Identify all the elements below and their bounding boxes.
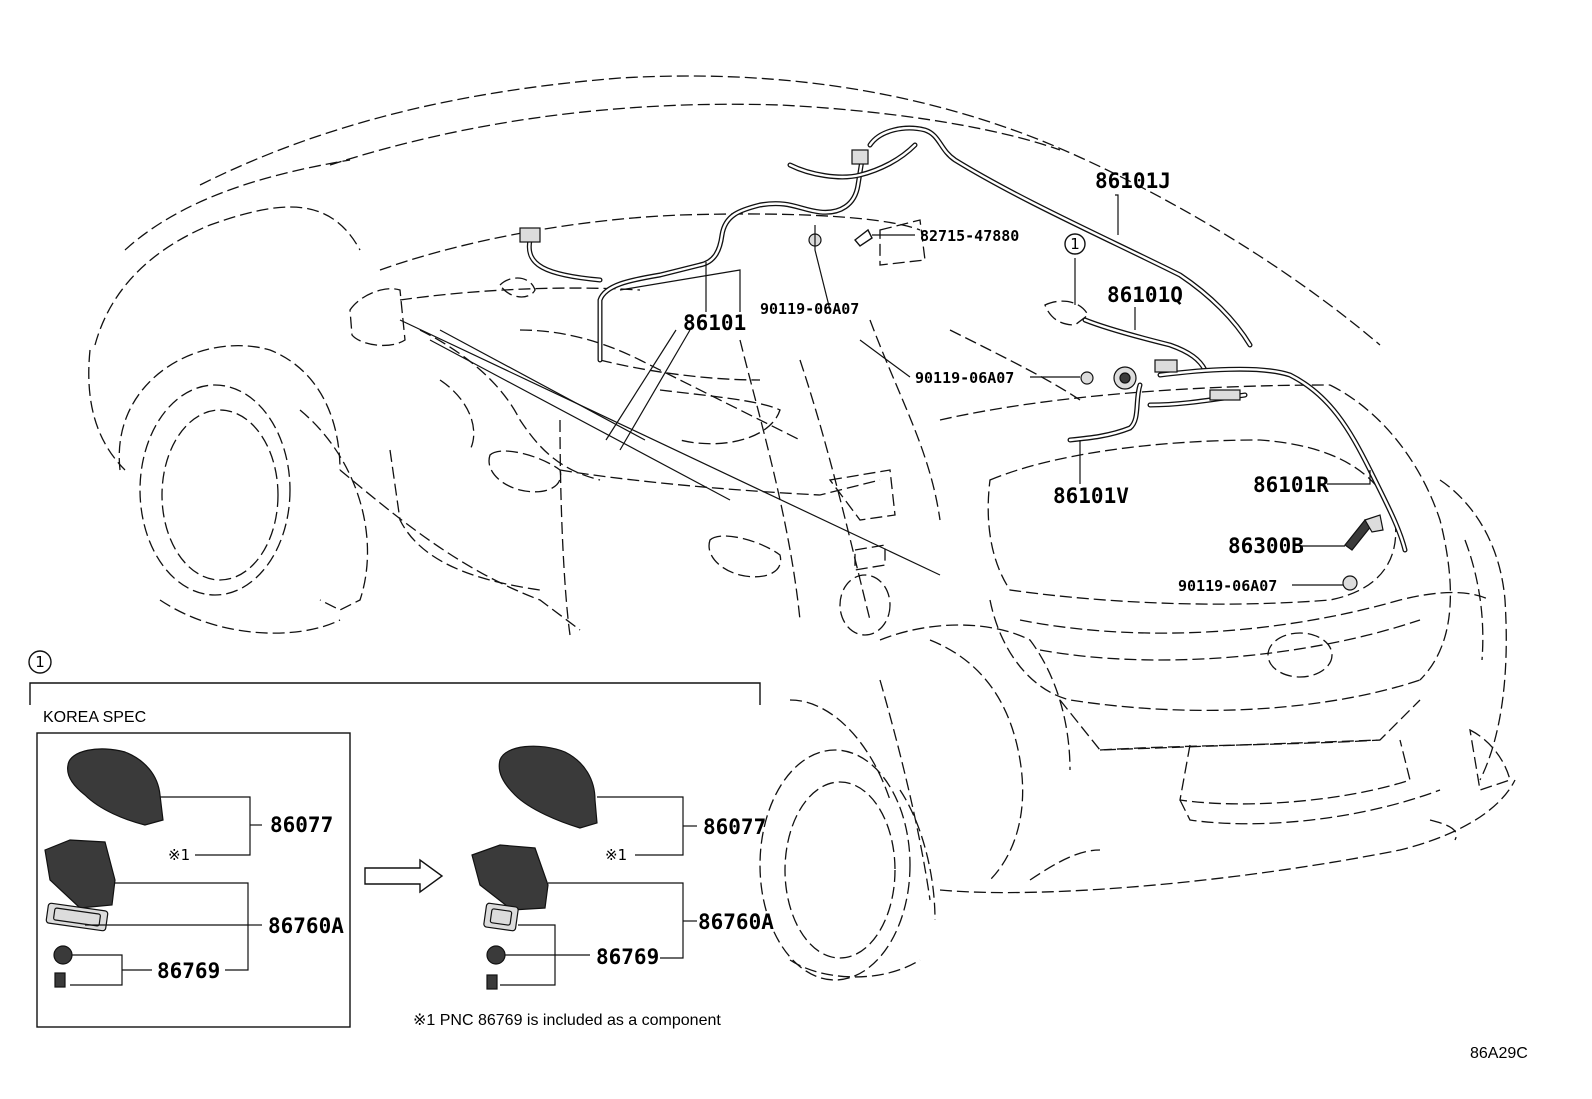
gasket-inner-icon (53, 907, 101, 927)
part-label-90119-06A07-front: 90119-06A07 (760, 300, 859, 318)
callout-1-marker: 1 (1064, 233, 1086, 255)
gasket-inner-icon-new (489, 908, 513, 926)
inset-bracket (29, 682, 761, 705)
part-label-86300B: 86300B (1228, 534, 1304, 558)
clamp-icon (853, 228, 873, 247)
right-note-mark: ※1 (605, 846, 627, 864)
inset-footnote: ※1 PNC 86769 is included as a component (413, 1012, 721, 1029)
antenna-assy-icon-new (471, 844, 549, 911)
connector-icon (1154, 359, 1178, 373)
left-note-mark: ※1 (168, 846, 190, 864)
nut-icon-new (486, 945, 506, 965)
connector-icon (519, 227, 541, 243)
inset-callout-text: 1 (35, 653, 45, 671)
leader-lines (399, 194, 1371, 586)
left-label-86077: 86077 (270, 813, 333, 837)
shark-fin-cover-icon (67, 748, 164, 826)
part-label-86101V: 86101V (1053, 484, 1129, 508)
antenna-cables (519, 125, 1408, 591)
diagram-code: 86A29C (1470, 1045, 1528, 1062)
bolt-icon (1080, 371, 1094, 385)
right-parts: ※1 86077 86760A 86769 (471, 745, 774, 990)
amplifier-core-icon (1119, 372, 1131, 384)
part-label-86101: 86101 (683, 311, 746, 335)
antenna-assy-icon (44, 839, 116, 909)
right-arrow-icon (364, 858, 444, 894)
part-label-82715-47880: 82715-47880 (920, 227, 1019, 245)
vehicle-outline (88, 75, 1516, 981)
clip-tip-icon (1364, 514, 1384, 533)
screw-icon (54, 972, 66, 988)
roof-antenna-location-icon (1044, 300, 1089, 326)
part-label-90119-06A07-rear: 90119-06A07 (1178, 577, 1277, 595)
callout-1-text: 1 (1070, 235, 1080, 253)
bolt-icon (1342, 575, 1358, 591)
korea-spec-box (36, 732, 351, 1028)
korea-spec-inset: 1 KOREA SPEC ※1 86077 86760A 86769 (28, 650, 774, 1029)
shark-fin-cover-icon-new (498, 745, 598, 829)
part-label-86101J: 86101J (1095, 169, 1171, 193)
nut-icon (53, 945, 73, 965)
right-label-86760A: 86760A (698, 910, 774, 934)
inset-callout-circle (28, 650, 52, 674)
inset-region-label: KOREA SPEC (43, 709, 146, 726)
part-label-90119-06A07-roof: 90119-06A07 (915, 369, 1014, 387)
left-label-86760A: 86760A (268, 914, 344, 938)
right-label-86769: 86769 (596, 945, 659, 969)
connector-icon (851, 149, 869, 165)
part-label-86101Q: 86101Q (1107, 283, 1183, 307)
part-label-86101R: 86101R (1253, 473, 1329, 497)
part-labels: 86101J 82715-47880 86101 90119-06A07 861… (683, 169, 1329, 595)
left-label-86769: 86769 (157, 959, 220, 983)
connector-icon (1209, 389, 1241, 401)
right-label-86077: 86077 (703, 815, 766, 839)
left-parts: ※1 86077 86760A 86769 (44, 748, 344, 988)
screw-icon-new (486, 974, 498, 990)
